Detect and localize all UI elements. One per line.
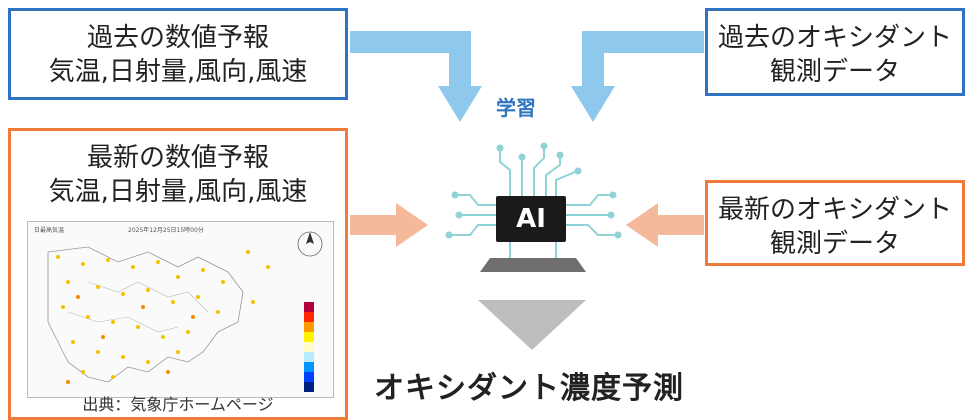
learning-label: 学習 xyxy=(496,96,536,120)
latest-forecast-box: 最新の数値予報 気温,日射量,風向,風速 日最高気温 2025年12月25日15… xyxy=(8,128,348,420)
input-arrow-left xyxy=(350,203,428,247)
circuit-lines xyxy=(452,148,615,258)
map-source-caption: 出典：気象庁ホームページ xyxy=(82,395,274,414)
latest-forecast-variables: 気温,日射量,風向,風速 xyxy=(48,177,308,207)
latest-oxidant-subtitle: 観測データ xyxy=(769,229,900,259)
past-oxidant-title: 過去のオキシダント xyxy=(717,23,952,53)
past-forecast-box: 過去の数値予報 気温,日射量,風向,風速 xyxy=(8,8,348,100)
latest-oxidant-box: 最新のオキシダント 観測データ xyxy=(705,180,965,266)
latest-oxidant-title: 最新のオキシダント xyxy=(717,195,952,225)
ai-label: AI xyxy=(516,204,546,234)
map-datetime: 2025年12月25日15時00分 xyxy=(128,226,204,234)
past-oxidant-box: 過去のオキシダント 観測データ xyxy=(705,8,965,96)
map-title: 日最高気温 xyxy=(34,226,64,234)
weather-map-graphic: 日最高気温 2025年12月25日15時00分 xyxy=(34,226,323,392)
result-arrow xyxy=(478,300,586,350)
laptop-base xyxy=(480,258,586,272)
ai-chip xyxy=(496,196,566,242)
learning-arrow-right xyxy=(571,31,704,122)
learning-arrow-left xyxy=(350,31,482,122)
circuit-nodes xyxy=(445,142,622,239)
past-oxidant-subtitle: 観測データ xyxy=(769,57,900,87)
latest-forecast-title: 最新の数値予報 xyxy=(86,143,269,173)
input-arrow-right xyxy=(626,203,704,247)
oxidant-prediction-label: オキシダント濃度予測 xyxy=(374,371,684,406)
past-forecast-variables: 気温,日射量,風向,風速 xyxy=(48,57,308,87)
past-forecast-title: 過去の数値予報 xyxy=(86,23,269,53)
weather-map-image: 日最高気温 2025年12月25日15時00分 xyxy=(27,221,334,398)
